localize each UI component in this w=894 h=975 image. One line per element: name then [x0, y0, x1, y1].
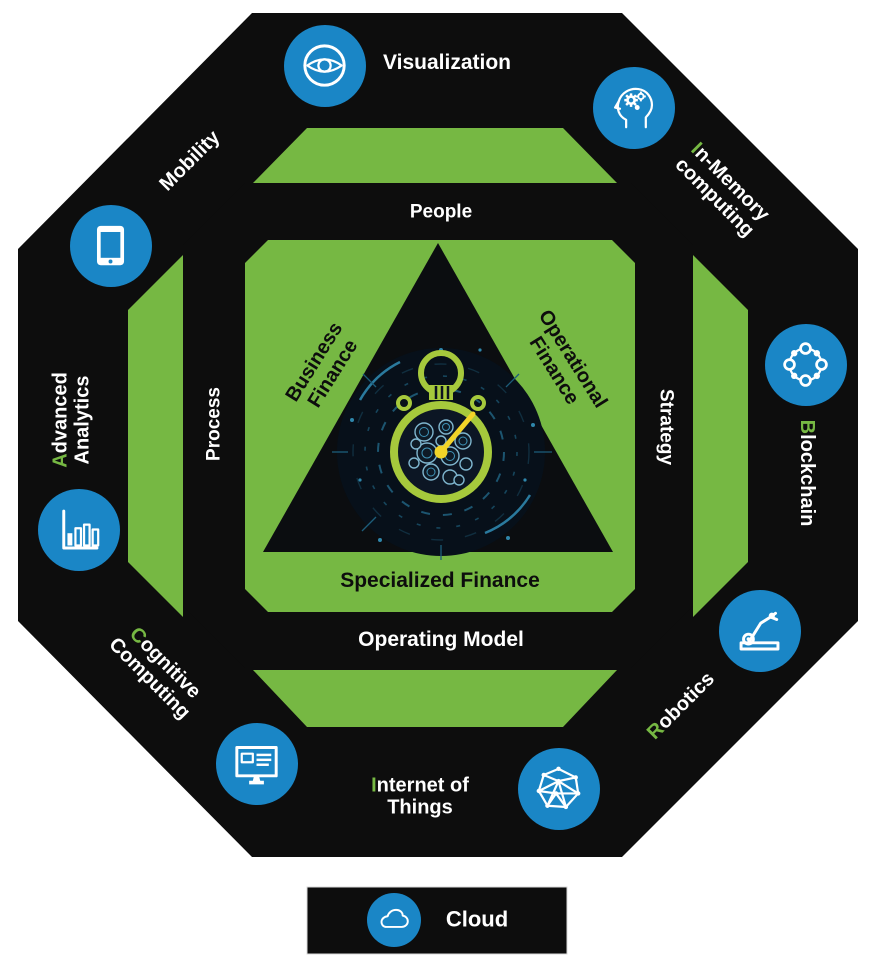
tablet-icon — [70, 205, 152, 287]
cloud-icon — [367, 893, 421, 947]
molecule-ring-icon — [765, 324, 847, 406]
label-specialized-finance: Specialized Finance — [340, 569, 540, 593]
label-process: Process — [203, 387, 225, 461]
stopwatch-art — [332, 348, 552, 560]
network-mesh-icon — [518, 748, 600, 830]
bar-chart-icon — [38, 489, 120, 571]
label-strategy: Strategy — [655, 388, 677, 466]
label-cloud: Cloud — [445, 906, 509, 932]
green-band-bottom — [253, 670, 617, 727]
green-band-top — [253, 128, 617, 183]
head-gears-icon — [593, 67, 675, 149]
green-band-right — [693, 255, 748, 617]
robot-arm-icon — [719, 590, 801, 672]
label-blockchain: Blockchain — [796, 419, 819, 527]
green-band-left — [128, 255, 183, 617]
label-operating-model: Operating Model — [358, 628, 524, 652]
cloud-bar — [306, 886, 568, 955]
label-internet-of-things: Internet of Things — [371, 774, 469, 819]
label-people: People — [409, 201, 473, 223]
label-visualization: Visualization — [383, 51, 511, 75]
label-advanced-analytics: Advanced Analytics — [49, 372, 94, 468]
eye-icon — [284, 25, 366, 107]
monitor-icon — [216, 723, 298, 805]
